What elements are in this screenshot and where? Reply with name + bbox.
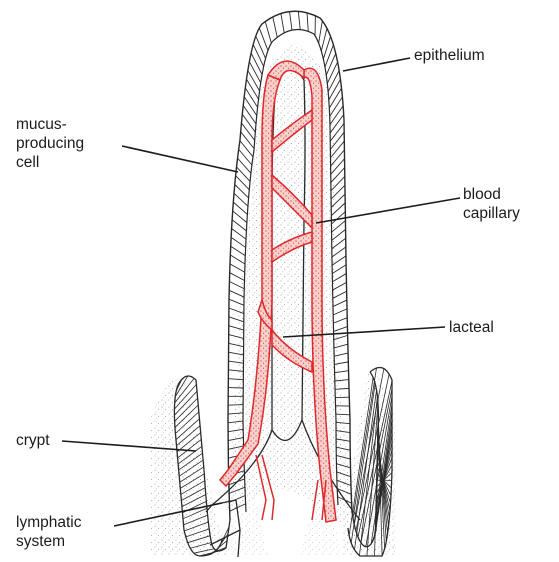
label-lacteal: lacteal — [449, 318, 494, 337]
epithelial-cell-wall — [328, 71, 339, 92]
label-mucus-line-3: cell — [16, 153, 84, 172]
epithelial-cell-wall — [319, 21, 323, 43]
label-mucus-line-1: mucus- — [16, 115, 84, 134]
label-blood-capillary: blood capillary — [463, 185, 520, 223]
epithelial-cell-wall — [325, 45, 333, 67]
epithelial-cell-wall — [281, 14, 284, 33]
label-crypt: crypt — [16, 431, 50, 450]
epithelial-cell-wall — [329, 88, 341, 108]
epithelial-cell-wall — [307, 13, 308, 32]
epithelial-cell-wall — [327, 62, 337, 83]
epithelial-cell-wall — [251, 53, 262, 75]
epithelial-cell-wall — [265, 22, 271, 43]
epithelial-cell-wall — [248, 70, 260, 91]
epithelial-cell-wall — [244, 97, 257, 116]
epithelial-cell-wall — [241, 132, 254, 149]
epithelial-cell-wall — [245, 88, 257, 108]
epithelial-cell-wall — [240, 141, 253, 157]
epithelial-cell-wall — [231, 237, 245, 247]
leader-epithelium — [343, 58, 410, 71]
label-crypt-text: crypt — [16, 432, 50, 449]
label-mucus-producing-cell: mucus- producing cell — [16, 115, 84, 172]
epithelial-cell-wall — [228, 405, 243, 406]
epithelial-cell-wall — [253, 44, 263, 66]
epithelial-cell-wall — [290, 12, 292, 30]
label-epithelium-text: epithelium — [414, 47, 485, 64]
label-epithelium: epithelium — [414, 46, 485, 65]
epithelial-cell-wall — [230, 264, 245, 272]
epithelial-cell-wall — [230, 273, 245, 281]
epithelial-cell-wall — [298, 11, 300, 29]
epithelial-cell-wall — [232, 220, 246, 231]
epithelial-cell-wall — [231, 246, 246, 256]
epithelial-cell-wall — [241, 123, 254, 140]
epithelial-cell-wall — [246, 79, 258, 99]
epithelial-cell-wall — [239, 149, 252, 165]
label-blood-line-2: capillary — [463, 204, 520, 223]
epithelial-cell-wall — [238, 158, 251, 173]
label-lymphatic-line-1: lymphatic — [16, 513, 81, 532]
epithelial-cell-wall — [321, 28, 327, 51]
label-lymphatic-system: lymphatic system — [16, 513, 81, 551]
epithelial-cell-wall — [273, 17, 277, 37]
label-blood-line-1: blood — [463, 185, 520, 204]
leader-mucus-cell — [122, 146, 238, 172]
label-lacteal-text: lacteal — [449, 319, 494, 336]
epithelial-cell-wall — [230, 255, 245, 264]
epithelial-cell-wall — [326, 53, 335, 75]
label-mucus-line-2: producing — [16, 134, 84, 153]
epithelial-cell-wall — [329, 79, 341, 100]
epithelial-cell-wall — [249, 62, 260, 83]
epithelial-cell-wall — [242, 114, 255, 132]
label-lymphatic-line-2: system — [16, 532, 81, 551]
epithelial-cell-wall — [232, 229, 246, 240]
epithelial-cell-wall — [243, 105, 256, 123]
